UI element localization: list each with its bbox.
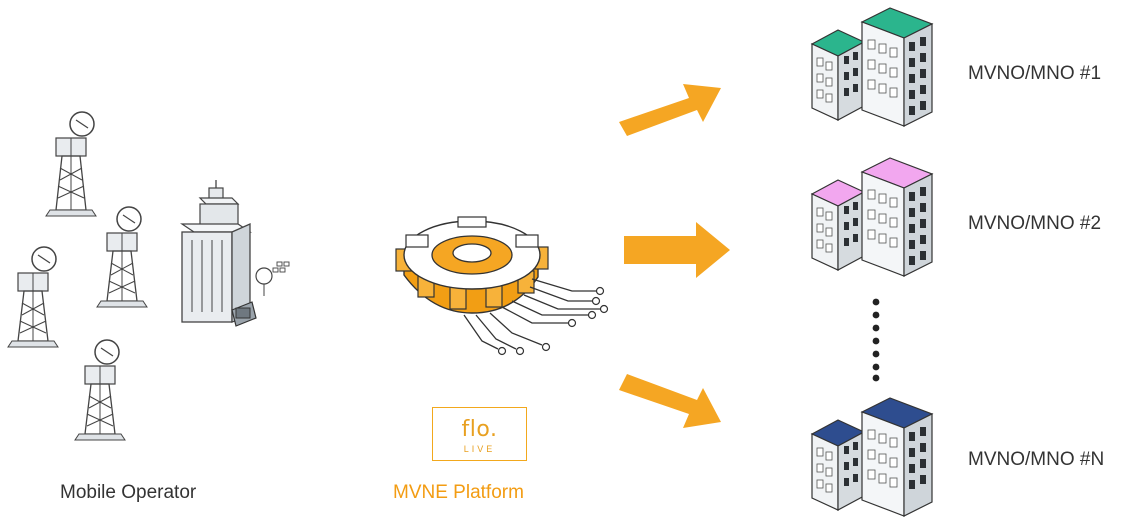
- gear-circuit-icon: [395, 216, 609, 356]
- cell-tower-icon: [45, 111, 97, 217]
- client-label-n: MVNO/MNO #N: [968, 449, 1105, 470]
- cell-tower-icon: [96, 206, 148, 308]
- client-label-2: MVNO/MNO #2: [968, 213, 1102, 234]
- arrow-icon: [624, 222, 730, 278]
- arrow-icon: [619, 84, 721, 136]
- logo-subtext: LIVE: [433, 444, 526, 454]
- mobile-operator-label: Mobile Operator: [60, 482, 197, 503]
- building-icon: [810, 157, 934, 277]
- flo-live-logo: flo. LIVE: [432, 407, 527, 461]
- logo-subtext-value: LIVE: [460, 444, 499, 454]
- building-icon: [810, 7, 934, 127]
- client-label-1: MVNO/MNO #1: [968, 63, 1102, 84]
- logo-text: flo.: [461, 417, 498, 442]
- building-icon: [810, 397, 934, 517]
- mvne-platform-label: MVNE Platform: [393, 482, 524, 503]
- cell-tower-icon: [7, 246, 59, 348]
- ellipsis-dots-icon: [872, 298, 880, 382]
- cell-tower-icon: [74, 339, 126, 441]
- arrow-icon: [619, 374, 721, 428]
- operator-building-icon: [180, 180, 290, 327]
